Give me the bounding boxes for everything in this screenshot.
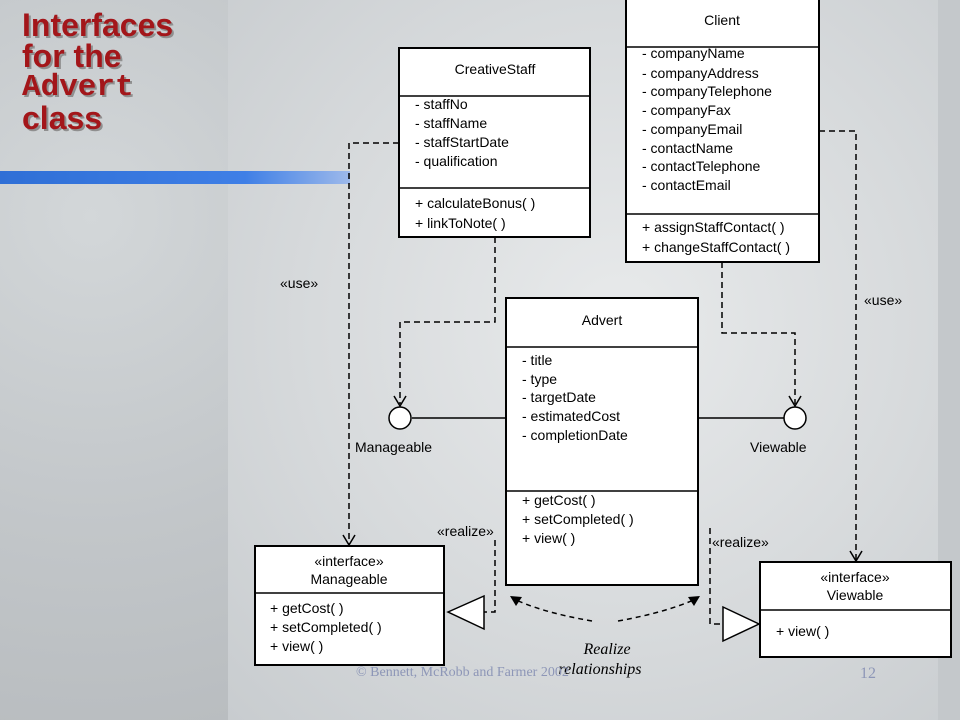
attribute: - companyTelephone	[642, 83, 772, 99]
class-advert: Advert - title - type - targetDate - est…	[505, 297, 699, 586]
operation: + view( )	[270, 638, 323, 654]
slide-title: Interfaces for the Advert class	[22, 7, 232, 136]
realize-label-left: «realize»	[437, 523, 494, 539]
operation: + setCompleted( )	[522, 511, 634, 527]
operation: + calculateBonus( )	[415, 195, 535, 211]
dependency-client-to-viewable	[721, 262, 796, 404]
class-client: Client - companyName - companyAddress - …	[625, 0, 820, 263]
use-label-right: «use»	[864, 292, 902, 308]
lollipop-label: Viewable	[750, 439, 807, 455]
attribute: - staffNo	[415, 96, 468, 112]
operation: + changeStaffContact( )	[642, 239, 790, 255]
attribute: - staffStartDate	[415, 134, 509, 150]
annotation-arc-left	[511, 597, 593, 622]
lollipop-label: Manageable	[355, 439, 432, 455]
title-accent-bar	[0, 171, 350, 184]
lollipop-manageable: Manageable	[355, 406, 506, 455]
title-line-2: for the	[22, 38, 122, 74]
operation: + assignStaffContact( )	[642, 219, 785, 235]
operation: + setCompleted( )	[270, 619, 382, 635]
attribute: - targetDate	[522, 389, 596, 405]
arrowhead	[688, 596, 700, 606]
title-line-1: Interfaces	[22, 7, 174, 43]
attribute: - estimatedCost	[522, 408, 620, 424]
interface-viewable: «interface» Viewable + view( )	[759, 561, 952, 658]
dependency-creativestaff-to-manageable	[399, 237, 496, 404]
realize-advert-to-manageable	[484, 540, 496, 613]
arrowhead	[788, 395, 802, 408]
page-number: 12	[860, 665, 876, 682]
attribute: - completionDate	[522, 427, 628, 443]
right-edge-background	[938, 0, 960, 720]
lollipop-viewable: Viewable	[698, 406, 807, 455]
interface-stereotype: «interface»	[314, 553, 383, 569]
interface-stereotype: «interface»	[820, 569, 889, 585]
operation: + view( )	[522, 530, 575, 546]
realize-note-line-1: Realize	[582, 641, 630, 658]
realize-advert-to-viewable	[709, 528, 723, 625]
realize-label-right: «realize»	[712, 534, 769, 550]
attribute: - contactEmail	[642, 177, 731, 193]
operation: + getCost( )	[270, 600, 344, 616]
annotation-arc-right	[617, 597, 699, 622]
realize-triangle-left	[446, 594, 485, 631]
title-class-name: Advert	[22, 70, 134, 105]
title-line-4: class	[22, 100, 103, 136]
interface-name: Manageable	[310, 571, 387, 587]
operation: + getCost( )	[522, 492, 596, 508]
use-client-to-viewable-interface	[819, 130, 857, 560]
attribute: - companyName	[642, 45, 745, 61]
arrowhead	[342, 534, 356, 547]
class-name: CreativeStaff	[455, 61, 536, 77]
operation: + linkToNote( )	[415, 215, 506, 231]
use-label-left: «use»	[280, 275, 318, 291]
arrowhead	[510, 596, 522, 606]
realize-note-line-2: relationships	[559, 661, 642, 678]
class-creative-staff: CreativeStaff - staffNo - staffName - st…	[398, 47, 591, 238]
attribute: - companyEmail	[642, 121, 742, 137]
left-panel-background	[0, 0, 228, 720]
class-name: Client	[704, 12, 740, 28]
arrowhead	[849, 550, 863, 563]
class-name: Advert	[582, 312, 623, 328]
attribute: - contactName	[642, 140, 733, 156]
attribute: - companyAddress	[642, 65, 759, 81]
realize-triangle-right	[722, 605, 761, 643]
arrowhead	[393, 395, 407, 408]
operation: + view( )	[776, 623, 829, 639]
footer-copyright: © Bennett, McRobb and Farmer 2002	[356, 665, 569, 680]
interface-manageable: «interface» Manageable + getCost( ) + se…	[254, 545, 445, 666]
attribute: - staffName	[415, 115, 487, 131]
attribute: - type	[522, 371, 557, 387]
attribute: - contactTelephone	[642, 158, 761, 174]
attribute: - title	[522, 352, 553, 368]
attribute: - companyFax	[642, 102, 731, 118]
interface-name: Viewable	[827, 587, 884, 603]
attribute: - qualification	[415, 153, 498, 169]
use-creativestaff-to-manageable-interface	[348, 142, 399, 544]
